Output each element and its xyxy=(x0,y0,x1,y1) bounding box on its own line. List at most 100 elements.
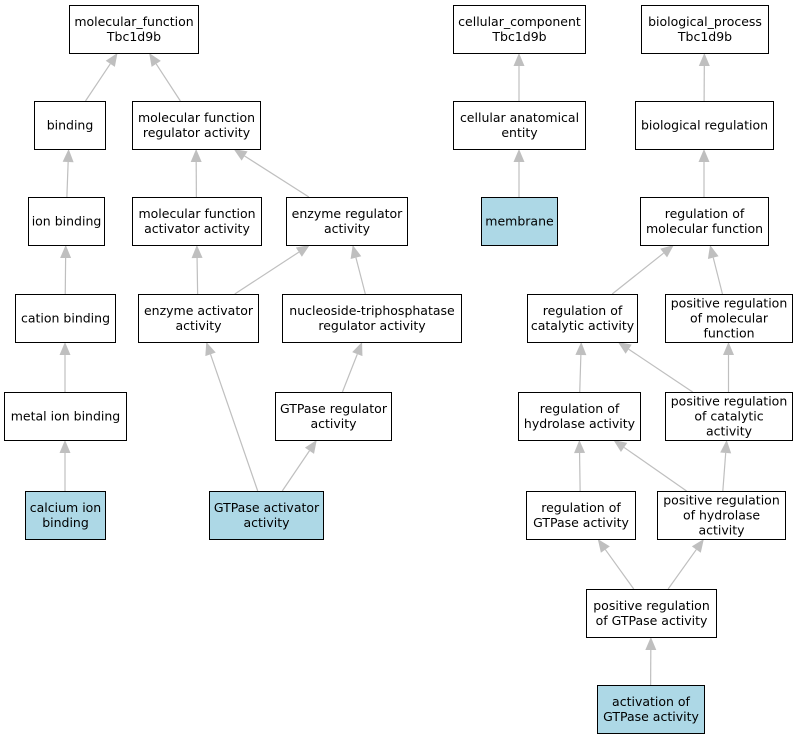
edge-ntpase-regulator-to-enzyme-regulator xyxy=(350,245,366,295)
arrowhead xyxy=(105,53,118,67)
edge-line xyxy=(667,549,697,590)
edge-mf-activator-to-mf-regulator xyxy=(190,149,202,198)
node-label: calcium ion xyxy=(30,500,101,515)
node-box[interactable] xyxy=(209,491,324,540)
edge-line xyxy=(579,354,582,393)
node-label: enzyme regulator xyxy=(292,206,404,221)
node-biological-regulation[interactable]: biological regulation xyxy=(635,101,774,150)
node-label: activity xyxy=(324,221,371,236)
arrowhead xyxy=(574,440,586,454)
node-box[interactable] xyxy=(527,294,638,343)
edge-gtpase-activator-to-gtpase-regulator xyxy=(281,440,317,492)
node-membrane[interactable]: membrane xyxy=(481,197,558,246)
node-ion-binding[interactable]: ion binding xyxy=(28,197,105,246)
node-box[interactable] xyxy=(138,294,259,343)
edge-gtpase-regulator-to-ntpase-regulator xyxy=(341,342,363,393)
arrowhead xyxy=(698,53,710,67)
node-label: regulation of xyxy=(543,303,623,318)
edge-pos-reg-gtpase-to-pos-reg-hydrolase xyxy=(667,539,704,590)
edge-pos-reg-gtpase-to-reg-gtpase xyxy=(597,539,635,590)
edge-reg-catalytic-to-reg-molecular-function xyxy=(611,245,674,295)
edge-line xyxy=(611,252,665,295)
node-box[interactable] xyxy=(665,392,793,441)
node-label: ion binding xyxy=(32,214,102,229)
node-box[interactable] xyxy=(15,294,116,343)
node-label: regulator activity xyxy=(143,125,251,140)
edge-line xyxy=(85,63,111,102)
node-label: activity xyxy=(175,318,222,333)
node-box[interactable] xyxy=(640,197,769,246)
node-box[interactable] xyxy=(657,491,786,540)
node-metal-ion-binding[interactable]: metal ion binding xyxy=(4,392,127,441)
node-label: Tbc1d9b xyxy=(491,29,546,44)
node-box[interactable] xyxy=(282,294,462,343)
arrowhead xyxy=(350,245,362,259)
arrowhead xyxy=(617,342,632,354)
node-box[interactable] xyxy=(635,101,774,150)
node-label: GTPase regulator xyxy=(280,401,388,416)
node-box[interactable] xyxy=(34,101,106,150)
node-label: activity xyxy=(706,424,753,439)
node-cation-binding[interactable]: cation binding xyxy=(15,294,116,343)
node-box[interactable] xyxy=(586,589,717,638)
node-box[interactable] xyxy=(597,685,705,734)
edge-cellular-anatomical-entity-to-cc-root xyxy=(513,53,525,101)
node-box[interactable] xyxy=(665,294,793,343)
node-label: molecular function xyxy=(138,206,255,221)
node-box[interactable] xyxy=(25,491,106,540)
node-box[interactable] xyxy=(453,5,586,54)
node-label: enzyme activator xyxy=(144,303,254,318)
edge-metal-ion-binding-to-cation-binding xyxy=(59,342,71,392)
edge-pos-reg-catalytic-to-reg-catalytic xyxy=(617,342,693,393)
edge-line xyxy=(578,452,581,492)
arrowhead xyxy=(597,539,610,553)
node-box[interactable] xyxy=(69,5,199,54)
node-binding[interactable]: binding xyxy=(34,101,106,150)
node-label: GTPase activity xyxy=(603,709,699,724)
node-label: positive regulation xyxy=(671,296,788,311)
node-box[interactable] xyxy=(641,5,769,54)
edge-pos-reg-hydrolase-to-pos-reg-catalytic xyxy=(720,440,732,492)
node-box[interactable] xyxy=(132,197,262,246)
edge-membrane-to-cellular-anatomical-entity xyxy=(513,149,525,197)
node-label: activator activity xyxy=(144,221,250,236)
node-box[interactable] xyxy=(481,197,558,246)
node-box[interactable] xyxy=(286,197,408,246)
node-box[interactable] xyxy=(28,197,105,246)
edge-enzyme-activator-to-mf-activator xyxy=(191,245,203,295)
arrowhead xyxy=(698,149,710,162)
edge-line xyxy=(712,257,724,295)
arrowhead xyxy=(575,342,587,356)
node-box[interactable] xyxy=(4,392,127,441)
node-box[interactable] xyxy=(275,392,392,441)
node-box[interactable] xyxy=(526,491,636,540)
arrowhead xyxy=(191,245,203,259)
node-box[interactable] xyxy=(132,101,261,150)
node-box[interactable] xyxy=(518,392,641,441)
node-box[interactable] xyxy=(453,101,586,150)
node-label: regulator activity xyxy=(318,318,426,333)
edge-reg-hydrolase-to-reg-catalytic xyxy=(575,342,587,393)
